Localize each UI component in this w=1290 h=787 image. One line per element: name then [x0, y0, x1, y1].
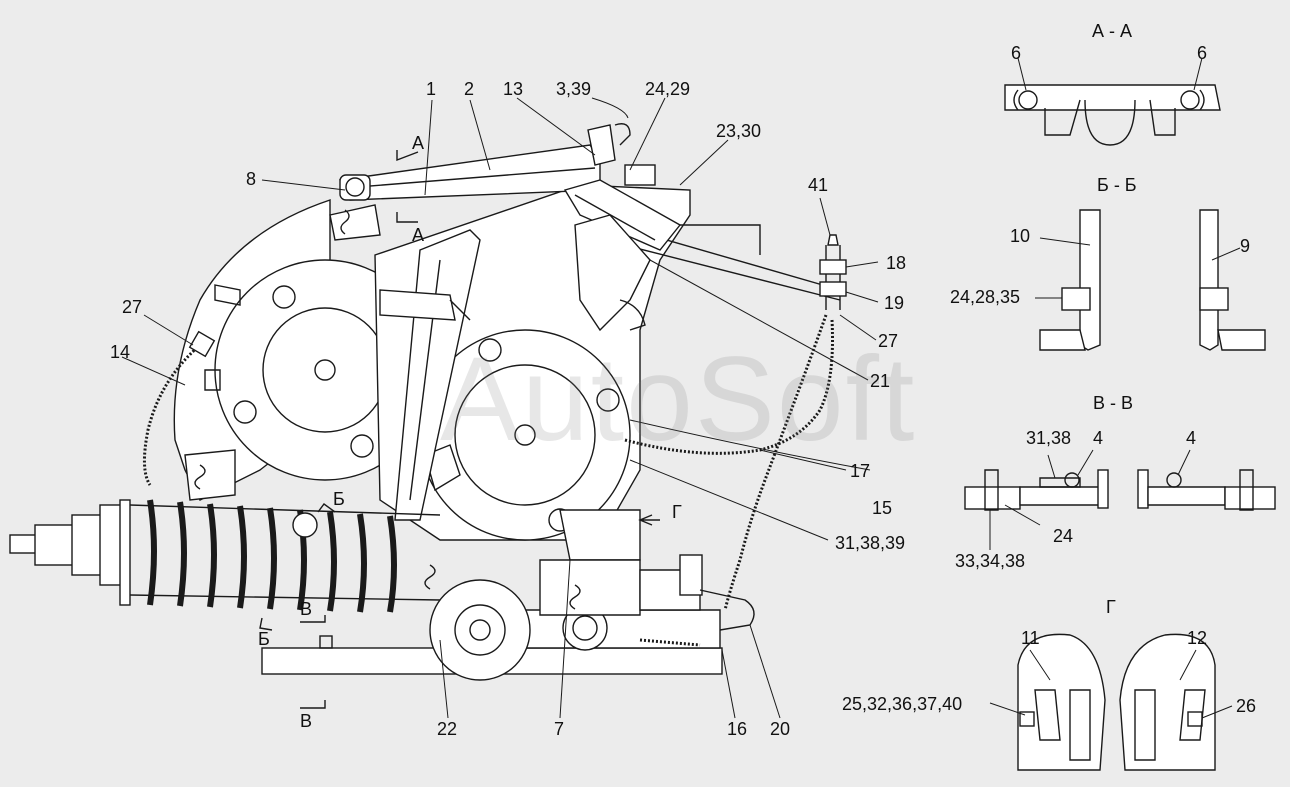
vv-callout-4-right: 4	[1186, 428, 1197, 448]
watermark: AutoSoft	[440, 332, 917, 466]
marker-v-bottom: В	[300, 711, 313, 731]
section-title-g: Г	[1106, 597, 1116, 617]
cable-spring-left	[143, 343, 201, 486]
section-title-vv: В - В	[1093, 393, 1134, 413]
callout-17: 17	[850, 461, 871, 481]
section-title-bb: Б - Б	[1097, 175, 1137, 195]
section-aa-drawing	[1004, 57, 1221, 146]
main-assembly	[9, 97, 879, 719]
leader-lines	[121, 97, 879, 719]
adjusting-rod	[825, 245, 841, 310]
section-title-aa: А - А	[1092, 21, 1133, 41]
vv-callout-24: 24	[1053, 526, 1074, 546]
bb-callout-9: 9	[1240, 236, 1251, 256]
g-callout-12: 12	[1187, 628, 1208, 648]
callout-27-right: 27	[878, 331, 899, 351]
g-callout-11: 11	[1021, 628, 1040, 648]
callout-15: 15	[872, 498, 893, 518]
g-callout-26: 26	[1236, 696, 1257, 716]
cable-spring-right	[723, 314, 828, 611]
section-vv-drawing	[964, 449, 1276, 550]
marker-a-bottom: А	[412, 225, 425, 245]
callout-18: 18	[886, 253, 907, 273]
callout-14: 14	[110, 342, 131, 362]
callout-8: 8	[246, 169, 257, 189]
callout-41: 41	[808, 175, 829, 195]
vv-callout-33-34-38: 33,34,38	[955, 551, 1026, 571]
callout-20: 20	[770, 719, 791, 739]
bb-callout-10: 10	[1010, 226, 1031, 246]
main-coil-spring	[9, 499, 441, 613]
vv-callout-4-left: 4	[1093, 428, 1104, 448]
marker-b-top: Б	[333, 489, 345, 509]
callout-24-29: 24,29	[645, 79, 691, 99]
callout-13: 13	[503, 79, 524, 99]
bb-callout-24-28-35: 24,28,35	[950, 287, 1021, 307]
marker-b-bottom: Б	[258, 629, 270, 649]
marker-a-top: А	[412, 133, 425, 153]
callout-2: 2	[464, 79, 475, 99]
callout-7: 7	[554, 719, 565, 739]
callout-27-left: 27	[122, 297, 143, 317]
marker-g: Г	[672, 502, 682, 522]
aa-callout-6-right: 6	[1197, 43, 1208, 63]
callout-1: 1	[426, 79, 437, 99]
callout-31-38-39: 31,38,39	[835, 533, 906, 553]
callout-16: 16	[727, 719, 748, 739]
section-bb-drawing	[1035, 209, 1266, 351]
marker-v-top: В	[300, 599, 313, 619]
lever-bar	[338, 144, 601, 201]
callout-21: 21	[870, 371, 891, 391]
g-callout-25-32-36-37-40: 25,32,36,37,40	[842, 694, 963, 714]
callout-3-39: 3,39	[556, 79, 592, 99]
vv-callout-31-38: 31,38	[1026, 428, 1072, 448]
callout-19: 19	[884, 293, 905, 313]
section-g-drawing	[989, 633, 1233, 771]
aa-callout-6-left: 6	[1011, 43, 1022, 63]
callout-23-30: 23,30	[716, 121, 762, 141]
callout-22: 22	[437, 719, 458, 739]
